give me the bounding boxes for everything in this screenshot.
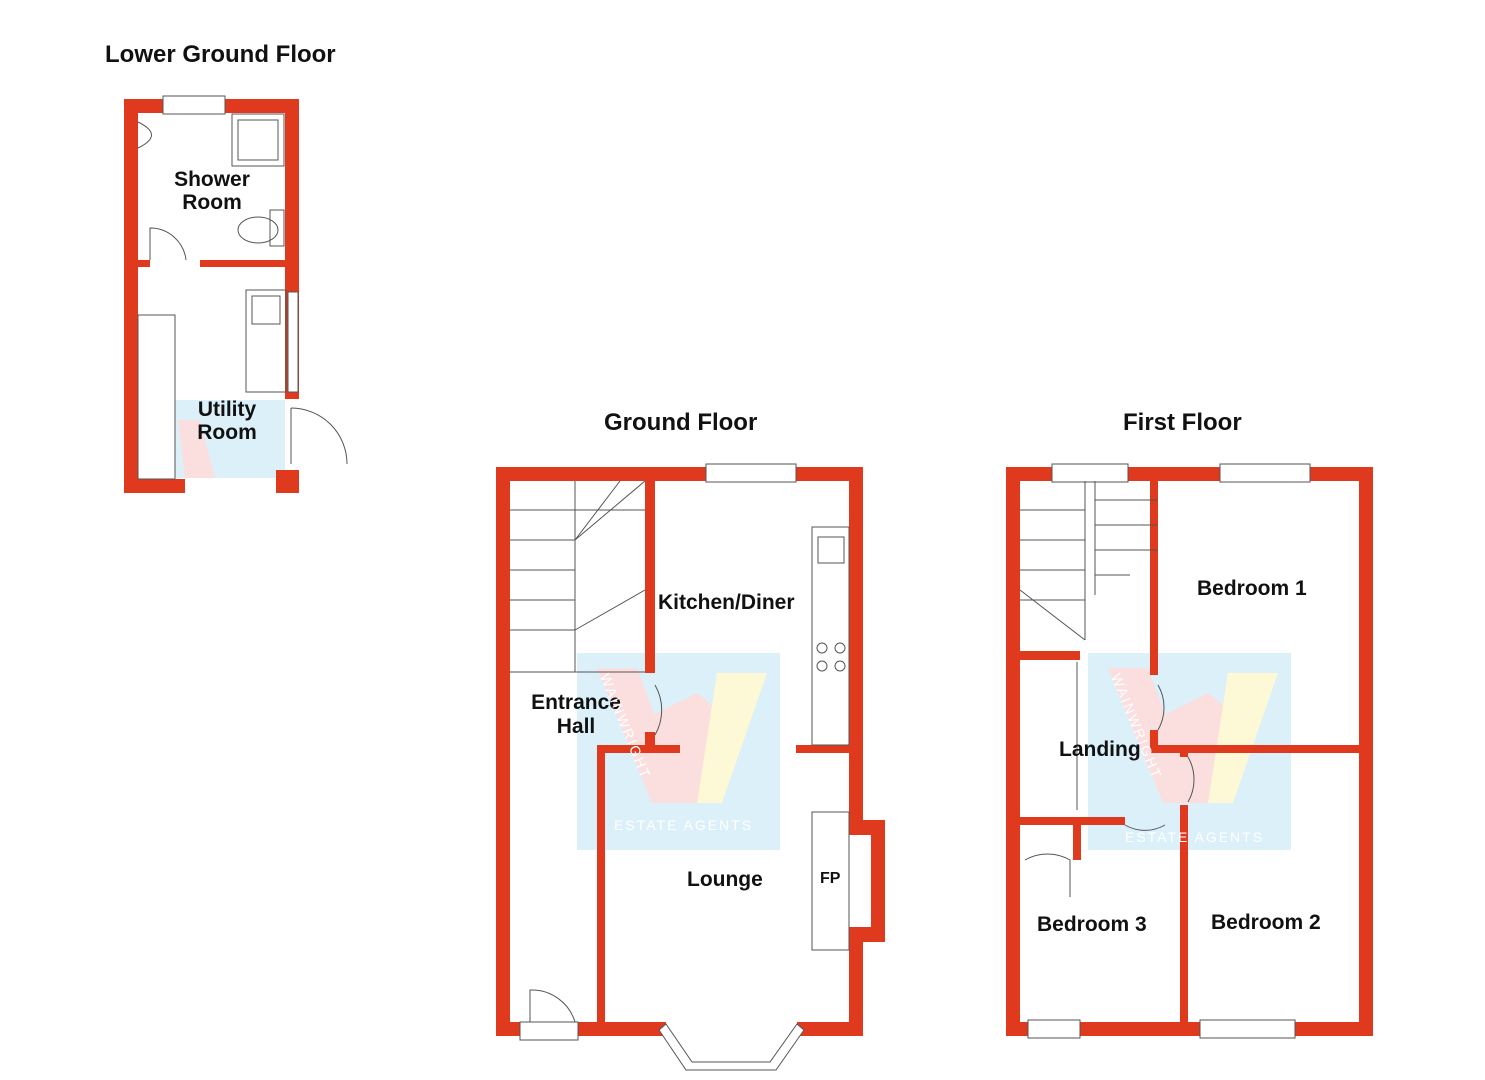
floor-title: First Floor [1123, 409, 1242, 436]
ground-floor: Ground Floor Kitchen/Diner Entrance Hall… [496, 409, 885, 1071]
room-label-shower: Shower [174, 168, 250, 191]
room-label-bedroom-1: Bedroom 1 [1197, 577, 1307, 600]
room-label-utility: Utility [198, 398, 257, 421]
lower-ground-floor: Lower Ground Floor Shower Room Utility R… [105, 41, 348, 493]
watermark-tagline: ESTATE AGENTS [1125, 829, 1264, 845]
fireplace-label: FP [820, 870, 841, 887]
room-label-kitchen-diner: Kitchen/Diner [658, 591, 795, 614]
watermark-logo [175, 400, 1291, 850]
room-label-shower: Room [182, 191, 242, 214]
room-label-lounge: Lounge [687, 868, 763, 891]
watermark-tagline: ESTATE AGENTS [614, 817, 753, 833]
first-floor: First Floor Bedroom 1 Landing Bedroom 3 … [1006, 409, 1373, 1039]
floor-title: Lower Ground Floor [105, 41, 336, 68]
room-label-entrance-hall: Hall [557, 715, 596, 738]
room-label-bedroom-3: Bedroom 3 [1037, 913, 1147, 936]
floor-title: Ground Floor [604, 409, 757, 436]
room-label-entrance-hall: Entrance [531, 691, 621, 714]
room-label-landing: Landing [1059, 738, 1141, 761]
room-label-bedroom-2: Bedroom 2 [1211, 911, 1321, 934]
room-label-utility: Room [197, 421, 257, 444]
